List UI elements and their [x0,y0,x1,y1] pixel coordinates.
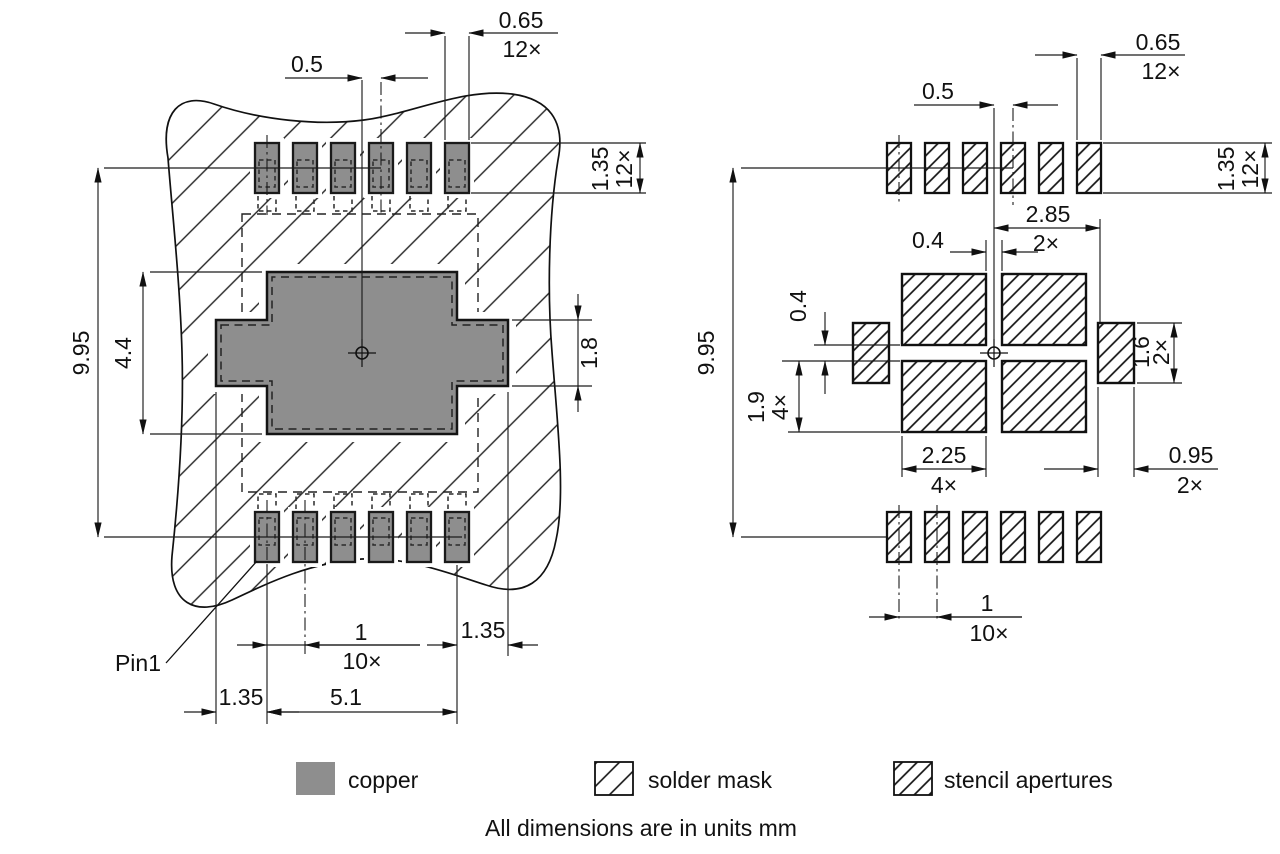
centerlines [266,82,382,655]
dim-center-bar-height: 1.8 [574,294,602,412]
dim-value-label: 1.6 [1128,336,1154,368]
legend-stencil-label: stencil apertures [944,767,1113,793]
dim-overall-height: 9.95 [68,167,102,538]
dim-qty-label: 12× [1237,149,1263,188]
dim-gap-horizontal: 0.4 [912,227,1038,256]
center-aperture [900,359,988,434]
dim-value-label: 0.4 [785,290,811,322]
dim-gap-vertical: 0.4 [785,290,829,394]
dim-pad-row-span: 5.1 [266,684,458,716]
dim-value-label: 1.35 [461,617,506,643]
side-aperture [1096,321,1136,385]
aperture [1037,510,1065,564]
legend-solder-mask-label: solder mask [648,767,772,793]
dim-qty-label: 10× [342,648,381,674]
dim-qty-label: 10× [969,620,1008,646]
dim-square-width: 2.25 4× [901,442,987,498]
legend: copper solder mask stencil apertures [296,761,1113,796]
dim-value-label: 1.35 [587,147,613,192]
copper-swatch-icon [296,762,335,795]
center-pad-dashed-outline [220,276,504,430]
dim-center-offset: 0.5 [285,51,428,82]
right-view-stencil: 9.95 0.5 0.65 12× 1.35 12× 2.85 2× [693,29,1272,646]
dim-side-aperture-width: 0.95 2× [1044,442,1218,498]
dim-value-label: 2.85 [1026,201,1071,227]
aperture [1075,510,1103,564]
dim-pitch: 1 10× [869,590,1022,646]
legend-copper-label: copper [348,767,419,793]
footer-note: All dimensions are in units mm [485,815,797,841]
dim-value-label: 1.35 [219,684,264,710]
dim-qty-label: 12× [611,149,637,188]
dim-pad-width: 0.65 12× [405,7,558,62]
dim-value-label: 1 [981,590,994,616]
dim-pad-pitch: 1 10× [237,619,420,674]
dim-aperture-width: 0.65 12× [1035,29,1185,84]
dim-value-label: 0.65 [499,7,544,33]
solder-mask-swatch-icon [594,761,634,796]
aperture [999,510,1027,564]
side-aperture [851,321,891,385]
dim-pad-height: 1.35 12× [587,142,644,194]
dim-value-label: 0.5 [291,51,323,77]
stencil-swatch-icon [893,761,933,796]
dim-pad-to-copper-right: 1.35 [427,617,538,649]
dim-qty-label: 12× [502,36,541,62]
center-aperture [1000,272,1088,347]
left-view-copper-soldermask: 9.95 4.4 1.8 0.5 0.65 12× [68,7,646,724]
dim-value-label: 0.4 [912,227,944,253]
legend-item-solder-mask: solder mask [594,761,772,796]
dim-qty-label: 4× [931,472,957,498]
dim-value-label: 9.95 [68,331,94,376]
dim-center-offset: 0.5 [914,78,1058,109]
dim-value-label: 2.25 [922,442,967,468]
dim-value-label: 1.9 [743,391,769,423]
dim-qty-label: 2× [1148,339,1174,365]
aperture [1075,141,1103,195]
dim-qty-label: 2× [1177,472,1203,498]
centerlines [898,108,1014,622]
dim-value-label: 0.95 [1169,442,1214,468]
center-aperture [1000,359,1088,434]
pin1-callout: Pin1 [115,560,258,676]
dim-value-label: 0.5 [922,78,954,104]
dim-value-label: 5.1 [330,684,362,710]
dim-qty-label: 4× [767,394,793,420]
legend-item-copper: copper [296,762,419,795]
aperture [961,510,989,564]
dim-value-label: 0.65 [1136,29,1181,55]
center-aperture [900,272,988,347]
dim-center-to-edge: 2.85 2× [993,201,1101,256]
dim-side-aperture-height: 1.6 2× [1128,322,1178,384]
dim-qty-label: 12× [1141,58,1180,84]
dim-aperture-height: 1.35 12× [1213,142,1269,194]
legend-item-stencil: stencil apertures [893,761,1113,796]
dim-square-height: 1.9 4× [743,360,803,433]
pin1-label: Pin1 [115,650,161,676]
dim-value-label: 4.4 [110,337,136,369]
dim-overall-height: 9.95 [693,167,737,538]
dim-value-label: 1.35 [1213,147,1239,192]
dim-center-pad-height: 4.4 [110,271,147,435]
stencil-apertures [851,141,1136,564]
dim-copper-to-pad-left: 1.35 [184,684,299,716]
dim-value-label: 9.95 [693,331,719,376]
dim-value-label: 1.8 [576,337,602,369]
dim-value-label: 1 [355,619,368,645]
aperture [1037,141,1065,195]
